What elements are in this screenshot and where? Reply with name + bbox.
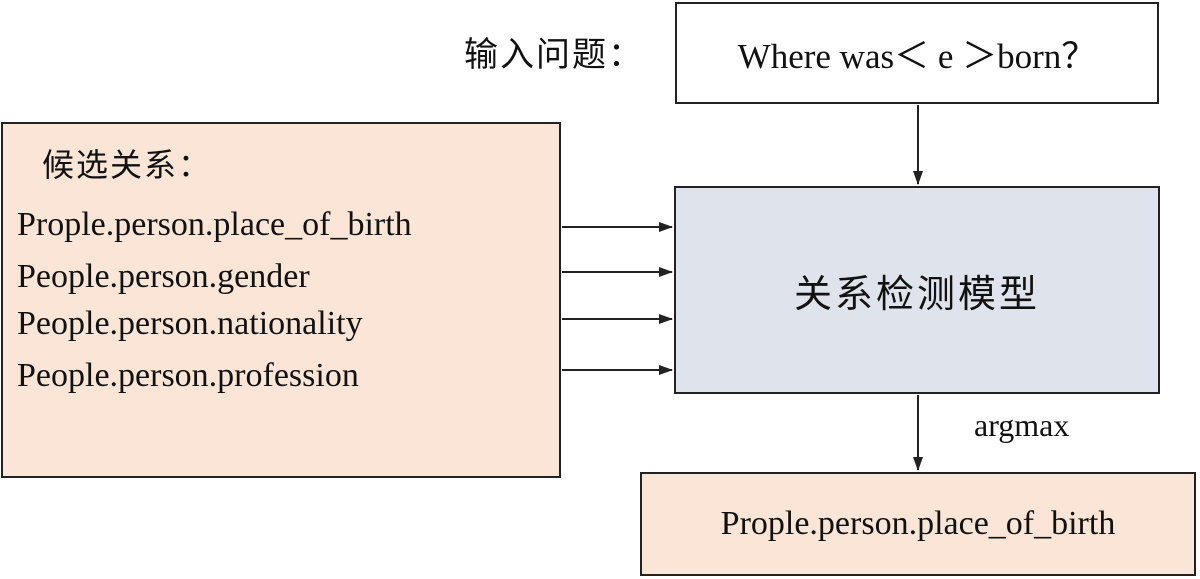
- relation-detection-model-box: 关系检测模型: [674, 186, 1160, 394]
- candidate-relation-item: Prople.person.place_of_birth: [17, 206, 412, 243]
- candidate-relation-item: People.person.nationality: [17, 305, 363, 342]
- candidate-relations-label: 候选关系：: [42, 146, 213, 184]
- candidate-relations-box: [1, 122, 561, 478]
- output-relation-text: Prople.person.place_of_birth: [720, 505, 1116, 542]
- question-text: Where was＜ e ＞born？: [737, 36, 1097, 76]
- question-box: Where was＜ e ＞born？: [675, 2, 1159, 104]
- argmax-label: argmax: [974, 407, 1070, 443]
- output-relation-box: Prople.person.place_of_birth: [640, 472, 1196, 576]
- candidate-relation-item: People.person.profession: [17, 357, 359, 394]
- model-label: 关系检测模型: [793, 271, 1040, 316]
- candidate-relation-item: People.person.gender: [17, 258, 310, 295]
- question-label: 输入问题：: [464, 35, 644, 75]
